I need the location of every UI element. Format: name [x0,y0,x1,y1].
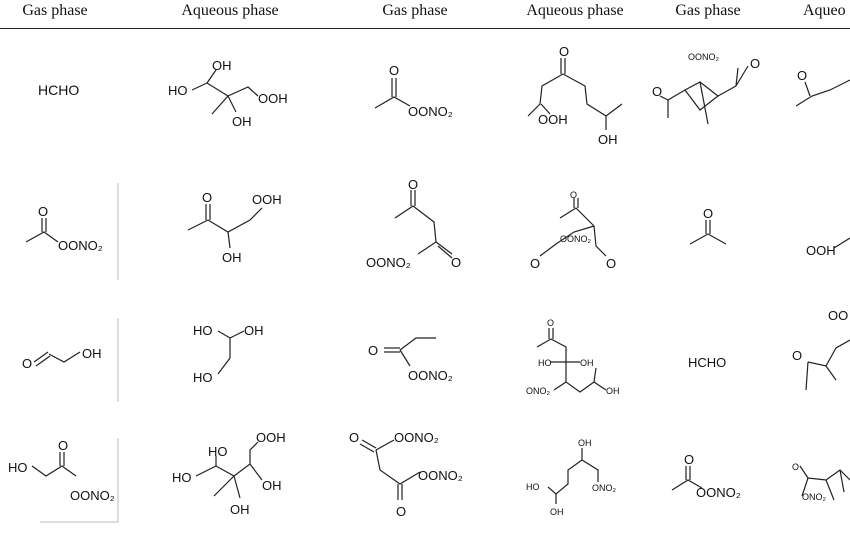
molecule-r4c2: OOH HO HO OH OH [172,430,286,517]
molecule-r1c6: O [795,68,850,107]
molecule-r1c2: OH HO OOH OH [168,58,288,129]
label: O [38,204,48,219]
label: OONO₂ [696,485,741,500]
label: OONO₂ [394,430,439,445]
molecule-r3c3: O OONO₂ [368,337,453,383]
molecule-r4c3: O OONO₂ OONO₂ O [349,430,463,519]
label: HCHO [38,82,79,98]
label: OH [598,132,618,147]
label: OOH [258,91,288,106]
label: OONO₂ [418,468,463,483]
label: HO [208,444,228,459]
label: OONO₂ [560,234,592,244]
label: ONO₂ [802,492,827,502]
label: O [559,44,569,59]
label: OH [580,358,594,368]
molecule-r3c6: OO O [792,308,850,391]
label: O [684,452,694,467]
label: O [368,343,378,358]
label: OH [262,478,282,493]
label: HO [526,482,540,492]
label: ONO₂ [592,483,617,493]
molecule-r2c2: O OOH OH [187,190,282,265]
label: OONO₂ [366,255,411,270]
label: O [792,348,802,363]
molecule-r2c5: O [689,206,727,245]
label: OOH [538,112,568,127]
label: O [58,438,68,453]
label: HCHO [688,355,726,370]
label: O [547,318,554,328]
label: O [570,190,577,200]
molecule-r3c2: HO OH HO [193,323,264,385]
label: OH [578,438,592,448]
label: OONO₂ [408,368,453,383]
label: OOH [806,243,836,258]
label: O [652,84,662,99]
label: OH [550,507,564,517]
label: O [792,462,799,472]
label: O [22,356,32,371]
label: HO [168,83,188,98]
molecule-r1c4: O OOH OH [527,44,623,147]
header-aqueous-phase-3: Aqueo [803,2,846,19]
molecule-r3c4: O HO OH ONO₂ OH [526,318,620,396]
molecule-r4c6: O ONO₂ [792,462,850,502]
molecule-r3c5: HCHO [688,355,726,370]
header-gas-phase-2: Gas phase [382,2,448,19]
molecule-r4c1: HO O OONO₂ [8,438,115,503]
label: HO [172,470,192,485]
label: OO [828,308,848,323]
label: O [349,430,359,445]
label: OH [244,323,264,338]
label: OH [230,502,250,517]
molecule-r4c5: O OONO₂ [671,452,741,500]
header-aqueous-phase-2: Aqueous phase [526,2,624,19]
label: O [451,255,461,270]
label: O [408,177,418,192]
molecule-r1c3: O OONO₂ [374,63,453,119]
label: OOH [256,430,286,445]
label: ONO₂ [526,386,551,396]
label: OH [212,58,232,73]
label: HO [538,358,552,368]
label: O [530,256,540,271]
label: OONO₂ [408,104,453,119]
label: HO [8,460,28,475]
header-gas-phase-3: Gas phase [675,2,741,19]
molecule-r1c5: OONO₂ O O [652,52,760,125]
molecule-r4c4: OH HO ONO₂ OH [526,438,617,517]
label: O [202,190,212,205]
label: OOH [252,192,282,207]
label: OONO₂ [58,238,103,253]
label: HO [193,370,213,385]
label: O [396,504,406,519]
header-rule [0,28,850,29]
label: HO [193,323,213,338]
label: O [389,63,399,78]
label: OONO₂ [70,488,115,503]
label: OH [606,386,620,396]
molecule-r2c3: O OONO₂ O [366,177,461,270]
label: O [797,68,807,83]
header-gas-phase-1: Gas phase [22,2,88,19]
label: O [750,56,760,71]
label: O [703,206,713,221]
header-aqueous-phase-1: Aqueous phase [181,2,279,19]
molecule-r2c1: O OONO₂ [25,204,103,253]
molecule-r3c1: O OH [22,346,102,371]
label: OH [222,250,242,265]
label: OH [82,346,102,361]
molecule-r1c1: HCHO [38,82,79,98]
molecule-r2c4: O OONO₂ O O [530,190,616,271]
label: O [606,256,616,271]
label: OH [232,114,252,129]
label: OONO₂ [688,52,720,62]
molecule-r2c6: OOH [806,237,850,258]
